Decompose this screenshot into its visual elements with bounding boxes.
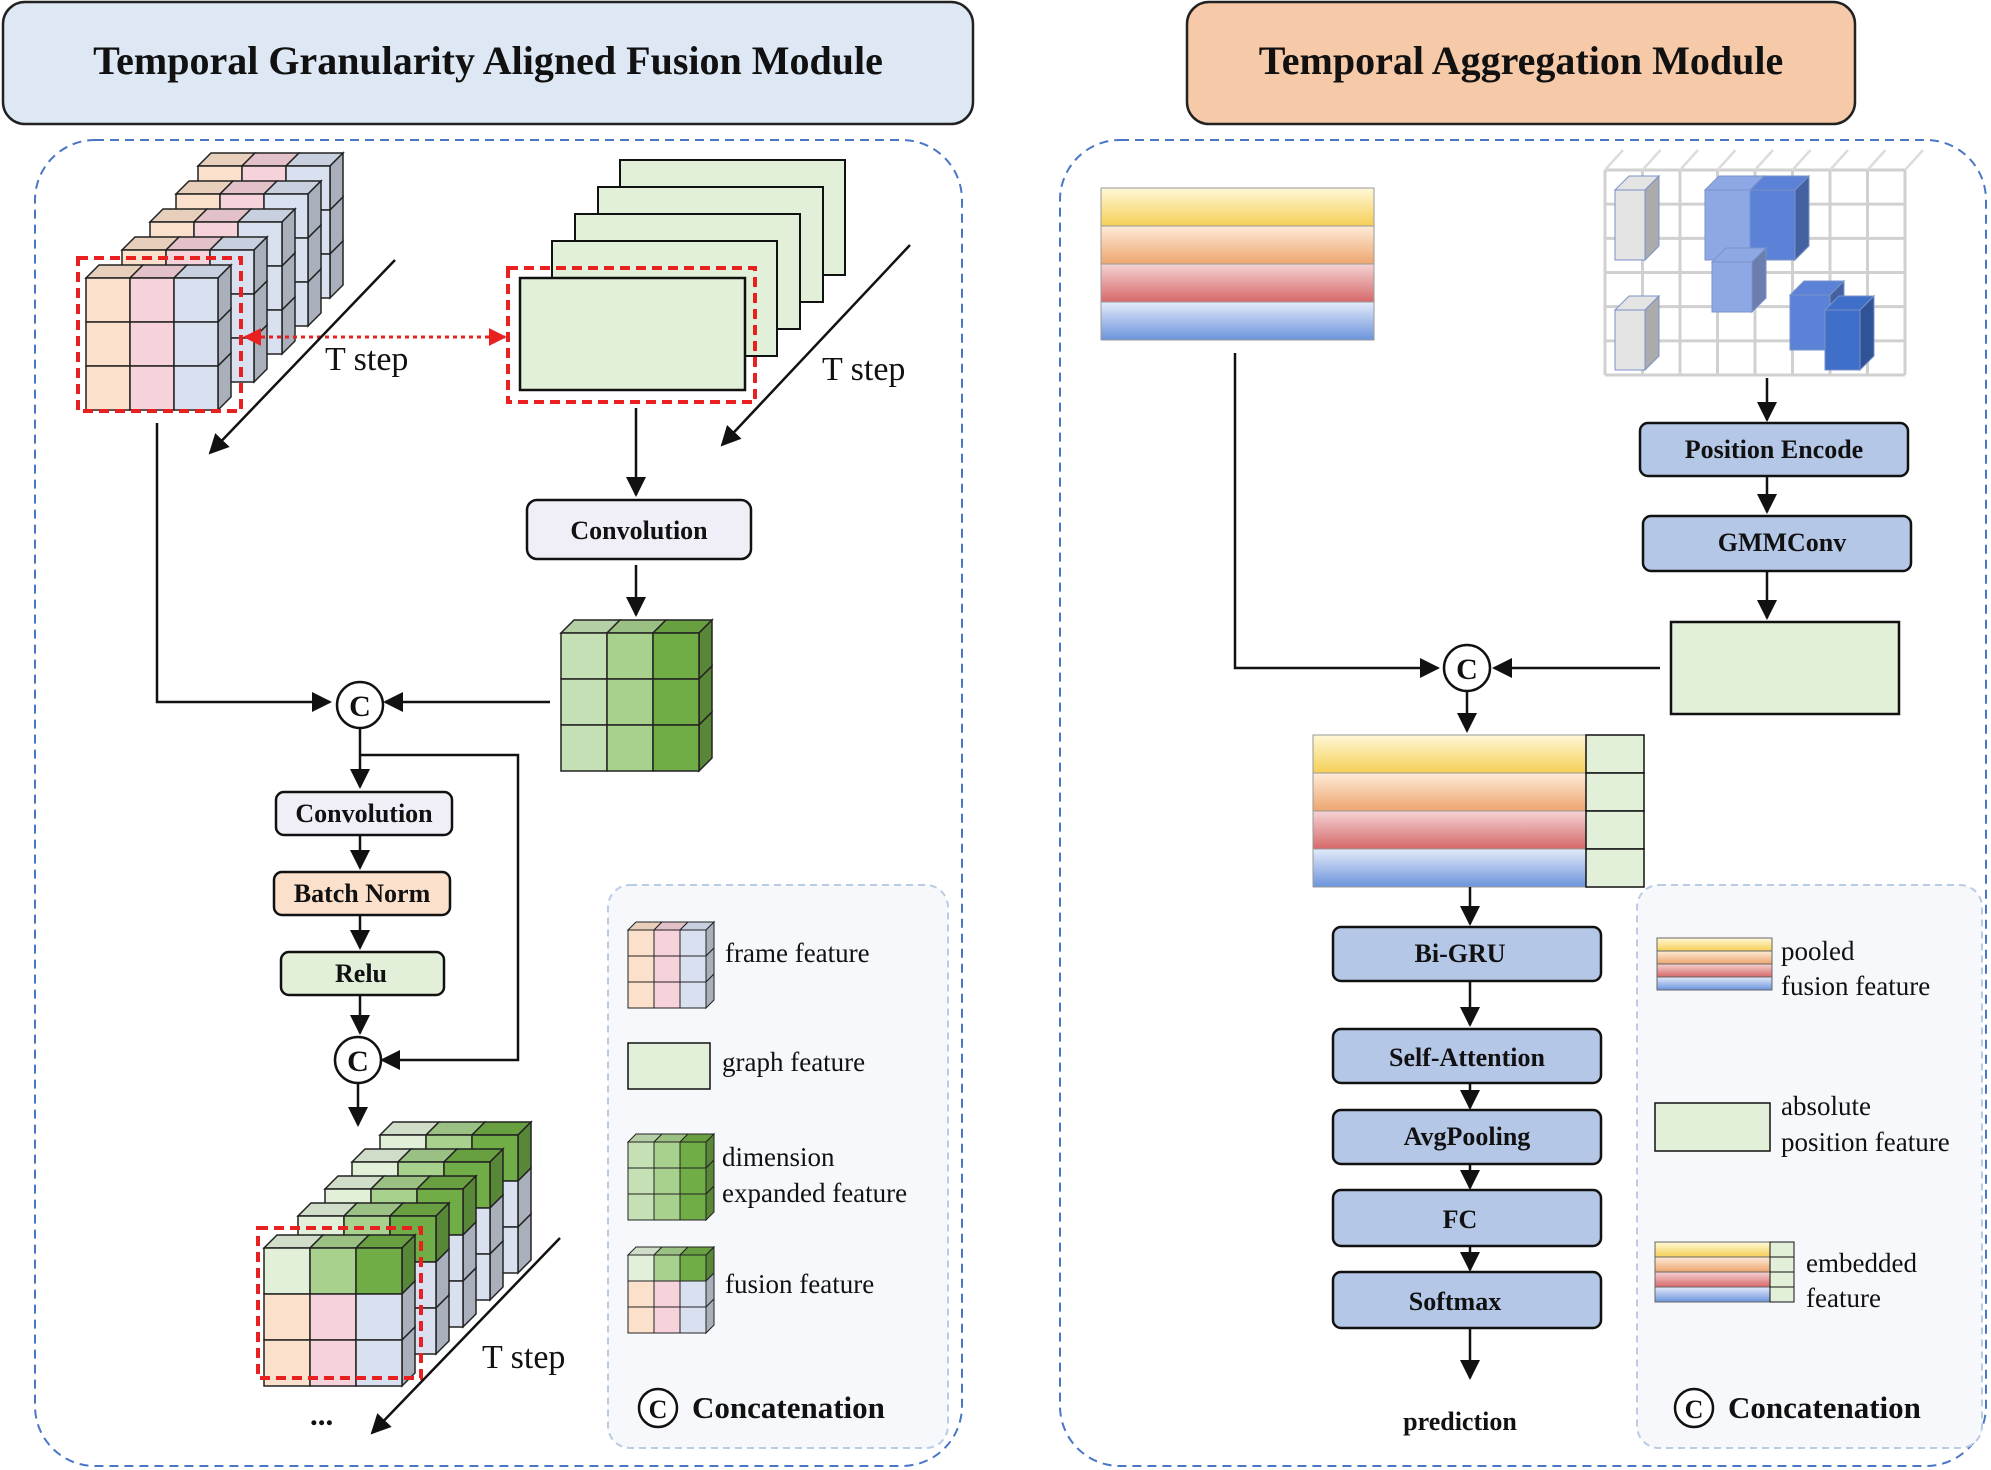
output-highlight-box bbox=[256, 1226, 423, 1380]
left-module-title: Temporal Granularity Aligned Fusion Modu… bbox=[93, 38, 883, 83]
legend-concat-symbol-right-label: C bbox=[1685, 1395, 1704, 1424]
fc-box bbox=[1331, 1188, 1603, 1248]
avg-pooling-box bbox=[1331, 1108, 1603, 1166]
legend-embedded-label-1: embedded bbox=[1806, 1248, 1917, 1278]
legend-absolute-label-2: position feature bbox=[1781, 1127, 1950, 1157]
legend-concatenation-left: Concatenation bbox=[692, 1390, 885, 1425]
position-encode-label: Position Encode bbox=[1685, 435, 1863, 464]
relu-label: Relu bbox=[335, 959, 387, 988]
legend-concat-symbol-right bbox=[1673, 1387, 1715, 1429]
t-step-label-output: T step bbox=[482, 1339, 565, 1376]
convolution-label: Convolution bbox=[295, 799, 433, 828]
legend-concatenation-right: Concatenation bbox=[1728, 1390, 1921, 1425]
right-legend-box bbox=[1636, 884, 1983, 1449]
legend-graph-feature-label: graph feature bbox=[722, 1047, 865, 1077]
batch-norm-box bbox=[272, 870, 452, 917]
legend-pooled-label-1: pooled bbox=[1781, 936, 1855, 966]
concat-symbol-2 bbox=[333, 1035, 383, 1085]
top-convolution-box bbox=[525, 498, 753, 561]
convolution-box bbox=[274, 790, 454, 837]
fc-label: FC bbox=[1443, 1205, 1478, 1234]
legend-pooled-swatch bbox=[1656, 937, 1773, 991]
bi-gru-label: Bi-GRU bbox=[1415, 939, 1506, 968]
concat-symbol-1-label: C bbox=[349, 690, 371, 723]
skip-line bbox=[360, 753, 520, 1070]
legend-embedded-label-2: feature bbox=[1806, 1283, 1881, 1313]
self-attention-label: Self-Attention bbox=[1389, 1043, 1546, 1072]
frame-to-concat-line bbox=[155, 423, 332, 712]
legend-frame-feature-swatch bbox=[626, 920, 716, 1010]
gmmconv-box bbox=[1641, 514, 1913, 573]
legend-pooled-label-2: fusion feature bbox=[1781, 971, 1930, 1001]
absolute-position-feature bbox=[1669, 620, 1901, 716]
graph-highlight-box bbox=[506, 266, 757, 404]
self-attention-box bbox=[1331, 1027, 1603, 1085]
concat-symbol-2-label: C bbox=[347, 1045, 369, 1078]
graph-feature-stack bbox=[518, 159, 846, 392]
voxel-graph bbox=[1603, 149, 1924, 377]
frame-highlight-box bbox=[76, 256, 243, 413]
legend-embedded-swatch bbox=[1654, 1241, 1795, 1303]
t-step-arrow-frames bbox=[208, 259, 396, 455]
legend-dimension-label-1: dimension bbox=[722, 1142, 835, 1172]
t-step-label-graph: T step bbox=[822, 351, 905, 388]
bi-gru-box bbox=[1331, 925, 1603, 983]
relu-box bbox=[279, 950, 446, 997]
t-step-arrow-graph bbox=[720, 244, 911, 447]
legend-concat-symbol-left bbox=[637, 1387, 679, 1429]
concat-symbol-1 bbox=[335, 680, 385, 730]
legend-absolute-label-1: absolute bbox=[1781, 1091, 1871, 1121]
fusion-feature-stack bbox=[262, 1120, 533, 1388]
softmax-box bbox=[1331, 1270, 1603, 1330]
prediction-label: prediction bbox=[1403, 1407, 1517, 1436]
top-convolution-label: Convolution bbox=[570, 516, 708, 545]
frame-feature-stack bbox=[84, 151, 345, 412]
position-encode-box bbox=[1638, 421, 1910, 478]
right-module-container bbox=[1059, 139, 1987, 1467]
avg-pooling-label: AvgPooling bbox=[1404, 1122, 1531, 1151]
pooled-fusion-feature bbox=[1100, 187, 1375, 341]
left-title-box bbox=[1, 0, 975, 126]
right-title-box bbox=[1185, 0, 1857, 126]
t-step-label-frames: T step bbox=[325, 341, 408, 378]
gmmconv-label: GMMConv bbox=[1718, 528, 1847, 557]
embedded-feature bbox=[1312, 734, 1645, 888]
legend-concat-symbol-left-label: C bbox=[649, 1395, 668, 1424]
legend-frame-feature-label: frame feature bbox=[725, 938, 870, 968]
t-step-arrow-output bbox=[370, 1237, 561, 1435]
legend-dimension-label-2: expanded feature bbox=[722, 1178, 907, 1208]
ellipsis: ... bbox=[310, 1397, 333, 1432]
legend-absolute-swatch bbox=[1654, 1102, 1771, 1152]
pooled-to-concat-line bbox=[1233, 353, 1440, 678]
right-module-title: Temporal Aggregation Module bbox=[1259, 38, 1783, 83]
dimension-expanded-cube bbox=[559, 618, 714, 773]
concat-symbol-right-label: C bbox=[1456, 653, 1478, 686]
batch-norm-label: Batch Norm bbox=[294, 879, 431, 908]
left-module-container bbox=[34, 139, 963, 1467]
softmax-label: Softmax bbox=[1409, 1287, 1501, 1316]
legend-fusion-feature-label: fusion feature bbox=[725, 1269, 874, 1299]
legend-fusion-feature-swatch bbox=[626, 1245, 716, 1335]
legend-dimension-expanded-swatch bbox=[626, 1132, 716, 1222]
legend-graph-feature-swatch bbox=[627, 1042, 711, 1090]
